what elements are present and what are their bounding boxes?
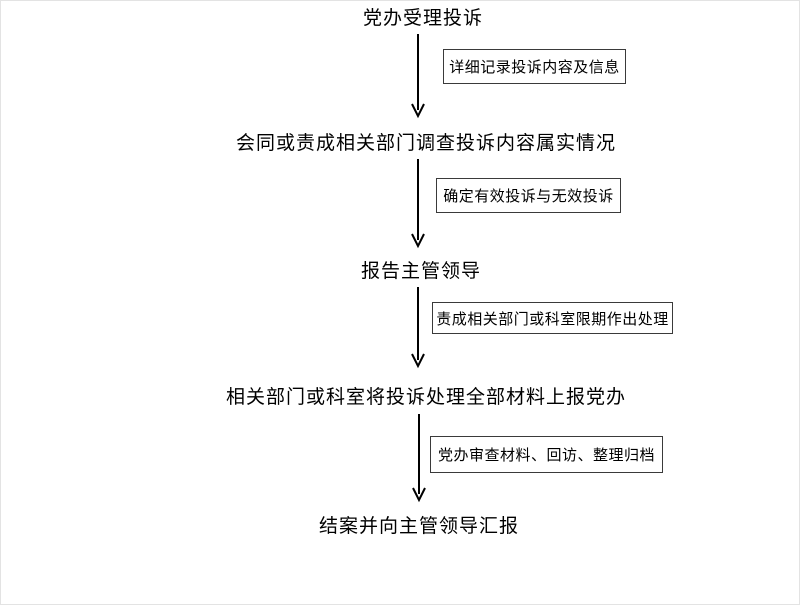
annotation-box-1-label: 详细记录投诉内容及信息: [449, 60, 620, 76]
flow-step-5: 结案并向主管领导汇报: [319, 516, 520, 537]
flow-step-2: 会同或责成相关部门调查投诉内容属实情况: [236, 133, 617, 154]
arrow-down-icon: [411, 34, 425, 119]
annotation-box-1: 详细记录投诉内容及信息: [443, 49, 626, 84]
arrow-down-icon: [411, 287, 425, 369]
arrow-down-icon: [411, 159, 425, 249]
flow-step-1: 党办受理投诉: [363, 8, 484, 29]
annotation-box-2: 确定有效投诉与无效投诉: [436, 178, 621, 213]
annotation-box-4: 党办审查材料、回访、整理归档: [430, 436, 663, 473]
annotation-box-3: 责成相关部门或科室限期作出处理: [432, 302, 673, 334]
arrow-down-icon: [412, 414, 426, 503]
flow-step-4: 相关部门或科室将投诉处理全部材料上报党办: [226, 387, 627, 408]
annotation-box-4-label: 党办审查材料、回访、整理归档: [437, 448, 655, 464]
annotation-box-3-label: 责成相关部门或科室限期作出处理: [436, 311, 669, 328]
flow-step-3: 报告主管领导: [361, 261, 482, 282]
annotation-box-2-label: 确定有效投诉与无效投诉: [443, 189, 614, 205]
